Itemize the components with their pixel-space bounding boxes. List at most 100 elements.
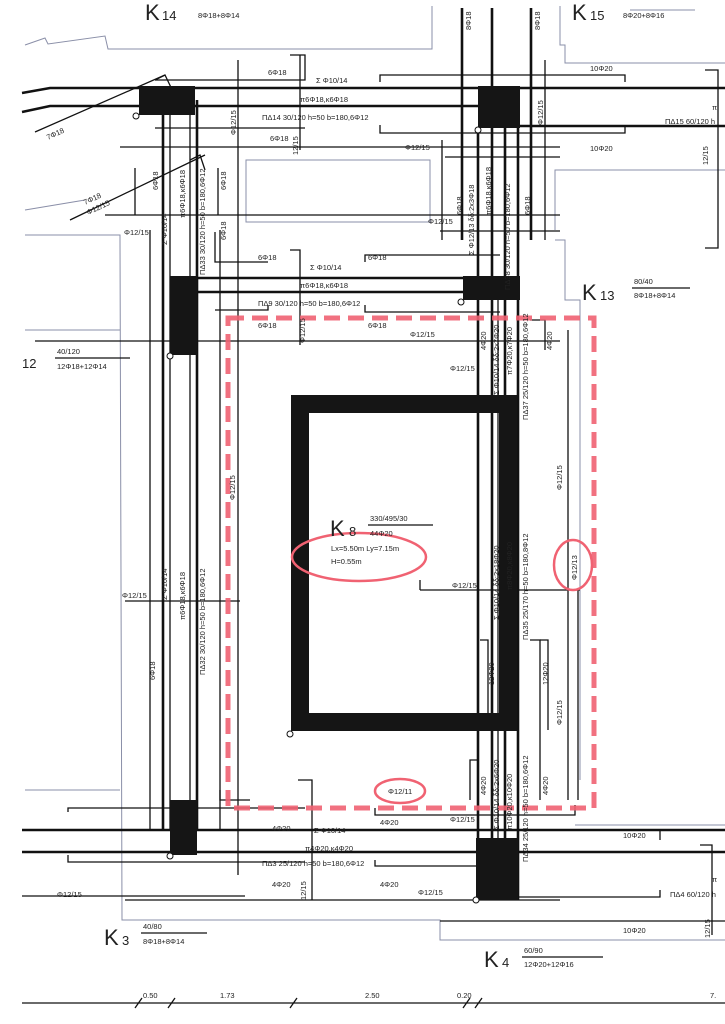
beam-label: 10Φ20 bbox=[590, 64, 613, 73]
dimension-line: 0.50 1.73 2.50 0.20 7. bbox=[22, 991, 725, 1009]
beam-label: Σ Φ10/14 bbox=[160, 569, 169, 600]
mid-beam-labels: 6Φ18 6Φ18 Σ Φ10/14 π6Φ18,κ6Φ18 ΠΔ9 30/12… bbox=[124, 217, 475, 373]
highlight-ellipse-k8 bbox=[290, 531, 428, 583]
beam-label: π7Φ20,κ7Φ20 bbox=[505, 327, 514, 375]
k4-size: 60/90 bbox=[524, 946, 543, 955]
column-labels: K 14 8Φ18+8Φ14 K 15 8Φ20+8Φ16 K 13 80/40… bbox=[22, 0, 690, 972]
beam-label: 12Φ20 bbox=[541, 662, 550, 685]
beam-label: Φ12/15 bbox=[57, 890, 82, 899]
k4-label: K bbox=[484, 947, 499, 972]
beam-label: Σ Φ10/14 bbox=[316, 76, 347, 85]
dimension-1: 1.73 bbox=[220, 991, 235, 1000]
k4-rebar: 12Φ20+12Φ16 bbox=[524, 960, 574, 969]
k4-number: 4 bbox=[502, 955, 509, 970]
beam-label: 12/15 bbox=[299, 881, 308, 900]
beam-label: 4Φ20 bbox=[272, 824, 291, 833]
k14-label: K bbox=[145, 0, 160, 25]
k3-label: K bbox=[104, 925, 119, 950]
beam-label: Φ12/15 bbox=[410, 330, 435, 339]
beam-label: π6Φ18,κ6Φ18 bbox=[178, 170, 187, 218]
beam-label: Σ Φ10/14 δδ:2x7Φ20 bbox=[492, 325, 501, 395]
mesh-highlight-bottom: Φ12/11 bbox=[388, 787, 412, 796]
k8-size: 330/495/30 bbox=[370, 514, 408, 523]
dimension-0: 0.50 bbox=[143, 991, 158, 1000]
beam-label: π4Φ20,κ4Φ20 bbox=[305, 844, 353, 853]
outlines bbox=[24, 6, 725, 941]
beam-label: ΠΔ3 25/120 h=50 b=180,6Φ12 bbox=[262, 859, 364, 868]
k3-number: 3 bbox=[122, 933, 129, 948]
beam-label: 4Φ20 bbox=[272, 880, 291, 889]
beam-label: π6Φ18,κ6Φ18 bbox=[484, 167, 493, 215]
beam-label: Φ12/15 bbox=[418, 888, 443, 897]
vertical-beam-labels: 6Φ18 Σ Φ10/14 π6Φ18,κ6Φ18 ΠΔ33 30/120 h=… bbox=[122, 167, 579, 862]
beam-label: Φ12/15 bbox=[555, 700, 564, 725]
k12-size: 40/120 bbox=[57, 347, 80, 356]
beam-label: π8Φ20,κ8Φ20 bbox=[505, 542, 514, 590]
vertical-lines bbox=[149, 8, 579, 900]
beam-label: Φ12/15 bbox=[298, 318, 307, 343]
beam-label: 10Φ20 bbox=[623, 831, 646, 840]
rebar-brackets bbox=[67, 54, 719, 935]
beam-label: 12/15 bbox=[701, 146, 710, 165]
k8-dimensions: Lx=5.50m Ly=7.15m bbox=[331, 544, 399, 553]
beam-label: Φ12/15 bbox=[122, 591, 147, 600]
beam-label: 4Φ20 bbox=[545, 332, 554, 351]
k3-size: 40/80 bbox=[143, 922, 162, 931]
beam-label: ΠΔ15 60/120 h bbox=[665, 117, 715, 126]
k13-number: 13 bbox=[600, 288, 614, 303]
beam-label: Φ12/15 bbox=[229, 110, 238, 135]
beam-label: Φ12/15 bbox=[450, 364, 475, 373]
beam-label: Σ Φ10/14 bbox=[314, 826, 345, 835]
beam-label: ΠΔ38 30/120 h=50 b=180,6Φ12 bbox=[503, 184, 512, 291]
k3-rebar: 8Φ18+8Φ14 bbox=[143, 937, 184, 946]
mesh-highlight-right: Φ12/13 bbox=[570, 555, 579, 580]
column-blocks bbox=[132, 86, 520, 904]
beam-label: Φ12/15 bbox=[450, 815, 475, 824]
beam-lines bbox=[21, 86, 725, 922]
beam-label: Φ12/15 bbox=[405, 143, 430, 152]
k15-label: K bbox=[572, 0, 587, 25]
beam-label: Φ12/15 bbox=[452, 581, 477, 590]
beam-label: π bbox=[712, 875, 717, 884]
highlight-dashed-rectangle bbox=[225, 315, 597, 811]
beam-label: 12/15 bbox=[291, 136, 300, 155]
bottom-beam-labels: 4Φ20 Σ Φ10/14 π4Φ20,κ4Φ20 ΠΔ3 25/120 h=5… bbox=[57, 787, 717, 938]
beam-label: 4Φ20 bbox=[479, 777, 488, 796]
beam-label: 6Φ18 bbox=[455, 197, 464, 216]
k12-number: 12 bbox=[22, 356, 36, 371]
beam-label: 8Φ18 bbox=[533, 12, 542, 31]
beam-label: 6Φ18 bbox=[219, 172, 228, 191]
dimension-3: 0.20 bbox=[457, 991, 472, 1000]
k14-rebar: 8Φ18+8Φ14 bbox=[198, 11, 239, 20]
beam-label: Σ Φ10/14 bbox=[160, 214, 169, 245]
beam-label: π10Φ20,κ10Φ20 bbox=[505, 774, 514, 830]
beam-label: 6Φ18 bbox=[368, 253, 387, 262]
beam-label: 6Φ18 bbox=[148, 662, 157, 681]
beam-label: 7Φ18 bbox=[45, 126, 66, 142]
dimension-4: 7. bbox=[710, 991, 716, 1000]
beam-label: Σ Φ10/14 δδ:2x6Φ20 bbox=[492, 760, 501, 830]
beam-label: ΠΔ14 30/120 h=50 b=180,6Φ12 bbox=[262, 113, 369, 122]
beam-label: 4Φ20 bbox=[380, 880, 399, 889]
beam-label: Σ Φ10/14 bbox=[310, 263, 341, 272]
beam-label: Σ Φ12/13 δδ:2x3Φ18 bbox=[467, 185, 476, 255]
beam-label: Φ12/15 bbox=[428, 217, 453, 226]
k8-core-wall bbox=[291, 395, 517, 731]
beam-label: π6Φ18,κ6Φ18 bbox=[300, 95, 348, 104]
beam-label: 10Φ20 bbox=[590, 144, 613, 153]
beam-label: 10Φ20 bbox=[623, 926, 646, 935]
k8-label: K bbox=[330, 516, 345, 541]
beam-label: ΠΔ32 30/120 h=50 b=180,6Φ12 bbox=[198, 569, 207, 676]
k8-height: H=0.55m bbox=[331, 557, 362, 566]
beam-label: 8Φ18 bbox=[464, 12, 473, 31]
k12-rebar: 12Φ18+12Φ14 bbox=[57, 362, 107, 371]
beam-label: 4Φ20 bbox=[479, 332, 488, 351]
beam-label: 6Φ18 bbox=[151, 172, 160, 191]
beam-label: Φ12/15 bbox=[228, 475, 237, 500]
beam-label: π6Φ18,κ6Φ18 bbox=[300, 281, 348, 290]
k15-rebar: 8Φ20+8Φ16 bbox=[623, 11, 664, 20]
beam-label: 6Φ18 bbox=[219, 222, 228, 241]
k8-rebar: 44Φ20 bbox=[370, 529, 393, 538]
k14-number: 14 bbox=[162, 8, 176, 23]
